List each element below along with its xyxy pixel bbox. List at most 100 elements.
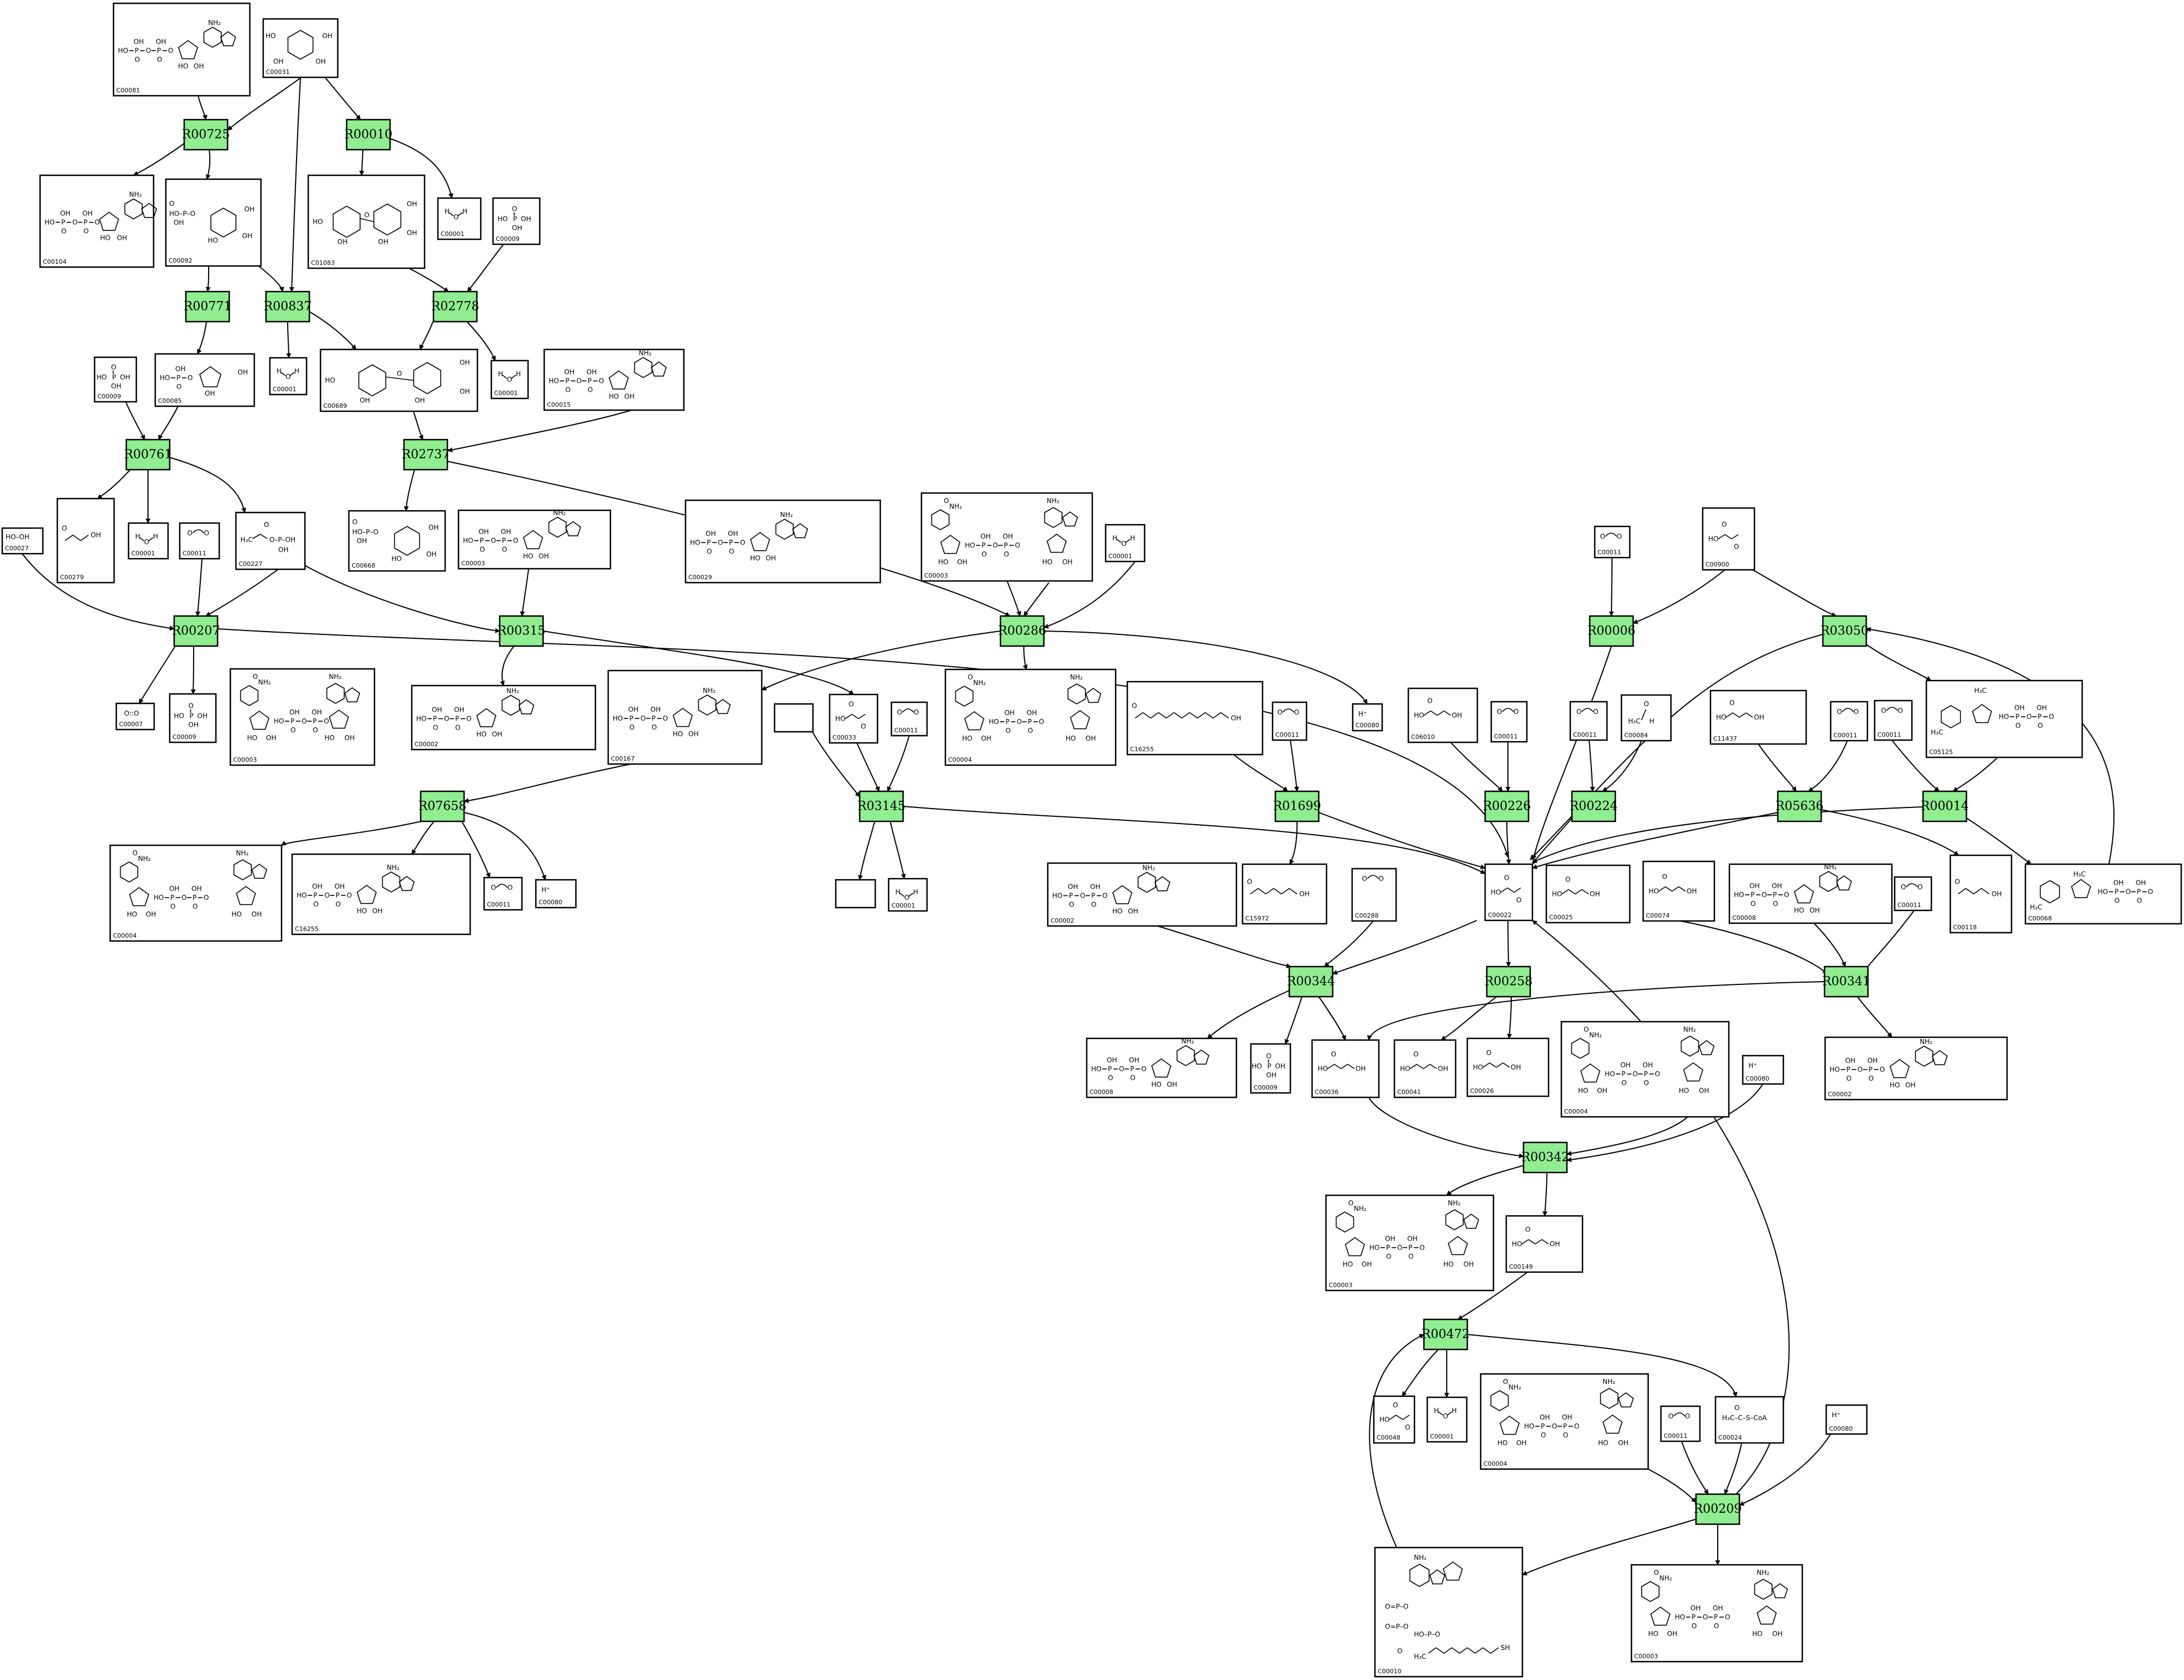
reaction-node[interactable]: R00344 bbox=[1287, 965, 1335, 998]
reaction-node[interactable]: R00014 bbox=[1921, 790, 1969, 822]
reaction-node[interactable]: R02778 bbox=[431, 290, 480, 323]
reaction-node[interactable]: R00258 bbox=[1485, 965, 1533, 998]
reaction-node[interactable]: R01699 bbox=[1273, 790, 1322, 822]
compound-node[interactable] bbox=[773, 703, 814, 733]
reaction-node[interactable]: R07658 bbox=[418, 790, 467, 822]
compound-node[interactable]: H⁺C00080 bbox=[1742, 1055, 1784, 1085]
reaction-node[interactable]: R03050 bbox=[1821, 615, 1869, 647]
compound-node[interactable]: H⁺C00080 bbox=[1825, 1404, 1868, 1435]
reaction-node[interactable]: R02737 bbox=[402, 439, 450, 471]
reaction-node[interactable]: R00209 bbox=[1694, 1493, 1742, 1525]
reaction-node[interactable]: R00725 bbox=[182, 119, 230, 151]
reaction-node[interactable]: R00286 bbox=[998, 615, 1047, 647]
reaction-node[interactable]: R00224 bbox=[1570, 790, 1618, 822]
reaction-node[interactable]: R00341 bbox=[1822, 965, 1871, 998]
reaction-node[interactable]: R00837 bbox=[264, 290, 312, 323]
reaction-node[interactable]: R00472 bbox=[1422, 1318, 1470, 1351]
reaction-node[interactable]: R05636 bbox=[1776, 790, 1824, 822]
compound-node[interactable] bbox=[835, 879, 876, 909]
reaction-node[interactable]: R00342 bbox=[1521, 1141, 1570, 1174]
reaction-node[interactable]: R00006 bbox=[1588, 615, 1636, 647]
reaction-node[interactable]: R00771 bbox=[184, 290, 232, 323]
compound-node[interactable]: H⁺C00080 bbox=[535, 879, 577, 909]
reaction-node[interactable]: R03145 bbox=[857, 790, 906, 822]
compound-node[interactable]: H⁺C00080 bbox=[1352, 703, 1383, 732]
reaction-node[interactable]: R00315 bbox=[497, 615, 546, 647]
reaction-node[interactable]: R00761 bbox=[124, 439, 172, 471]
reaction-node[interactable]: R00010 bbox=[344, 119, 393, 151]
